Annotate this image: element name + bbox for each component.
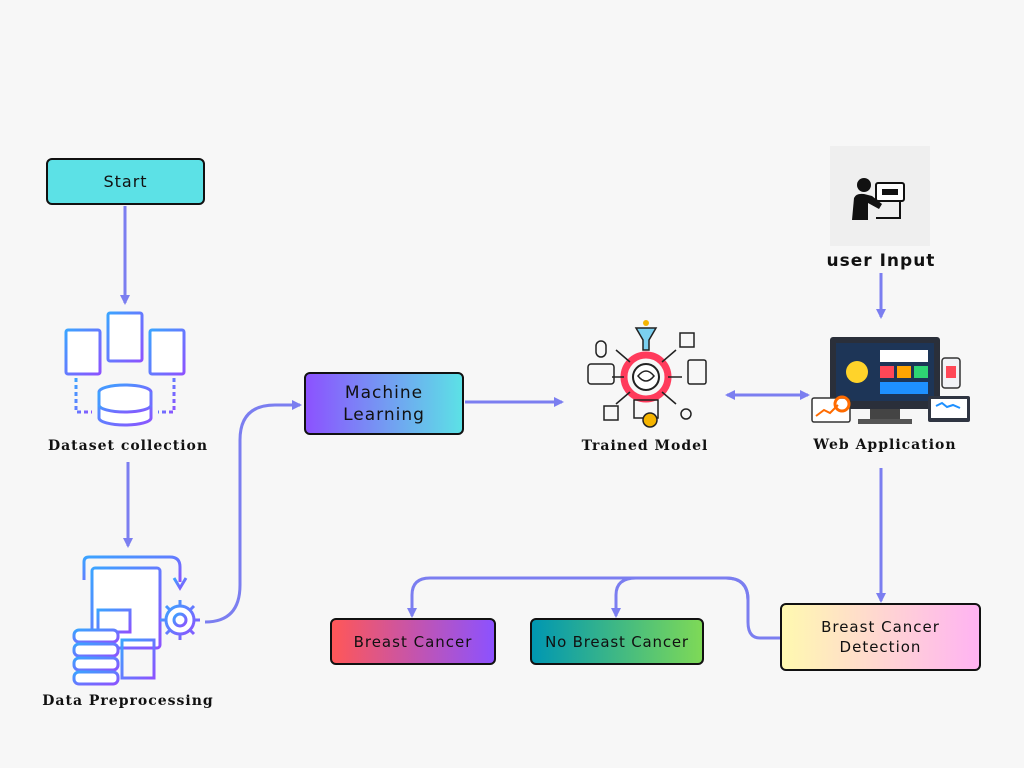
dataset-collection-icon — [64, 311, 186, 427]
web-application-icon — [811, 337, 970, 424]
arrow-detection-to-positive — [407, 576, 750, 618]
user-input-icon — [830, 146, 930, 246]
user-input-caption: user Input — [826, 251, 936, 271]
breast-cancer-result-node: Breast Cancer — [330, 618, 496, 665]
detection-label-line2: Detection — [839, 638, 922, 656]
breast-cancer-result-label: Breast Cancer — [353, 632, 473, 651]
start-label: Start — [103, 171, 148, 191]
web-application-caption: Web Application — [813, 437, 957, 453]
dataset-collection-caption: Dataset collection — [47, 438, 209, 454]
no-breast-cancer-result-label: No Breast Cancer — [545, 632, 689, 651]
machine-learning-node: Machine Learning — [304, 372, 464, 435]
data-preprocessing-caption: Data Preprocessing — [42, 693, 214, 709]
trained-model-icon — [587, 320, 707, 428]
machine-learning-label-line2: Learning — [343, 404, 425, 425]
detection-label-line1: Breast Cancer — [821, 618, 940, 636]
data-preprocessing-icon — [72, 555, 200, 686]
arrow-preprocess-to-ml — [204, 400, 302, 624]
connectors — [120, 206, 886, 640]
no-breast-cancer-result-node: No Breast Cancer — [530, 618, 704, 665]
breast-cancer-detection-node: Breast Cancer Detection — [780, 603, 981, 671]
machine-learning-label-line1: Machine — [344, 382, 424, 403]
start-node: Start — [46, 158, 205, 205]
trained-model-caption: Trained Model — [581, 438, 709, 454]
